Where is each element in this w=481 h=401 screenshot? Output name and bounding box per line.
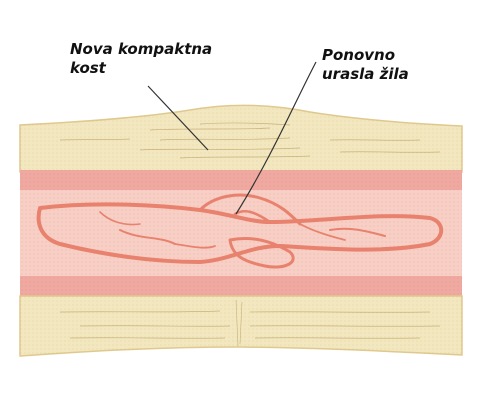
label-regrown-vessel: Ponovno urasla žila bbox=[322, 46, 409, 84]
label-new-compact-bone: Nova kompaktna kost bbox=[70, 40, 212, 78]
